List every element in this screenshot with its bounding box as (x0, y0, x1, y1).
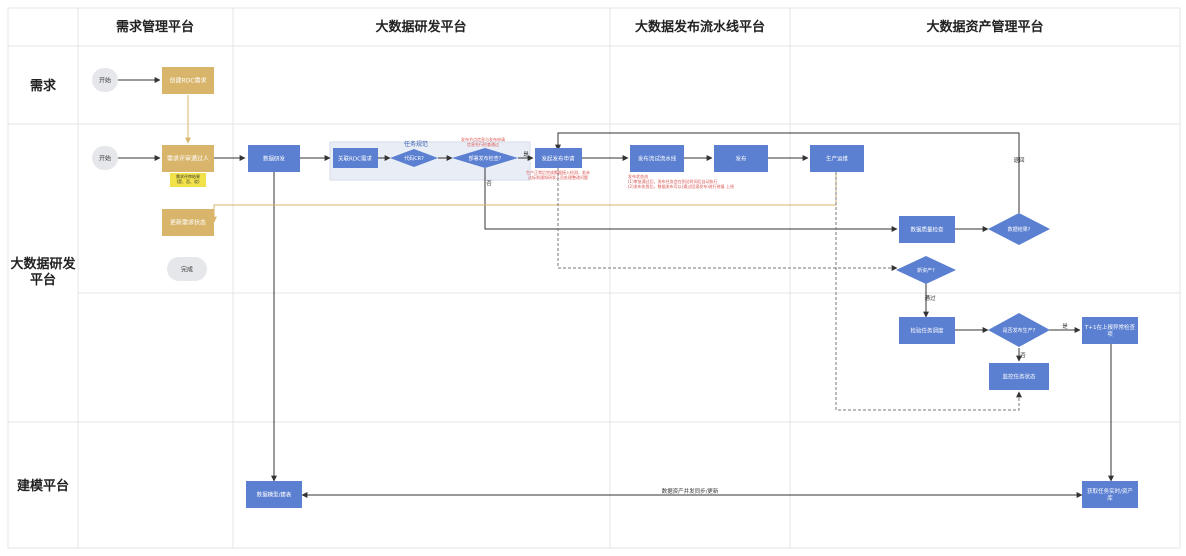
edge-label-no-1: 否 (486, 180, 492, 187)
link-rdc-label: 关联RDC需求 (338, 155, 372, 163)
process-boxes (246, 145, 1138, 508)
edges (118, 77, 1114, 498)
column-header-asset-mgmt: 大数据资产管理平台 (926, 19, 1043, 35)
req-review-box (162, 145, 214, 172)
edge-label-back: 退回 (1013, 156, 1025, 164)
red-note-mid: 生产正常后完成数据接入检测，若未达标则通知研发人员处理整改问题 (526, 169, 590, 180)
edge-label-bottom-sync: 数据资产并发同步/更新 (662, 487, 719, 495)
req-review-note-label: 需求评审结果(是、否、驳) (176, 173, 200, 184)
column-header-bigdata-dev: 大数据研发平台 (375, 19, 466, 35)
quality-pass-diamond (988, 213, 1050, 245)
data-quality-label: 数据质量检查 (910, 226, 944, 234)
monitor-label: 监控任务状态 (1002, 373, 1036, 381)
process-labels: 数据研发 关联RDC需求 发起发布申请 发布流试流水线 发布 生产运维 数据质量… (257, 155, 1136, 503)
release-prod-label: 是否发布生产? (1003, 327, 1036, 334)
edge-label-yes-2: 是 (1062, 323, 1068, 330)
edge-label-yes-1: 是 (523, 151, 529, 158)
new-asset-label: 新资产? (917, 267, 935, 274)
task-spec-label: 任务规范 (404, 140, 428, 148)
red-annotations: 发布节点信息与发布申请信息先行检查通过 生产正常后完成数据接入检测，若未达标则通… (461, 136, 734, 189)
task-check-label: 检验任务调度 (910, 327, 944, 335)
new-asset-diamond (896, 256, 956, 284)
t1-check-box (1082, 317, 1138, 344)
quality-pass-label: 数据结果? (1008, 226, 1031, 233)
link-rdc-box (333, 148, 378, 168)
red-note-top: 发布节点信息与发布申请信息先行检查通过 (461, 136, 505, 147)
edge-labels: 是 否 退回 通过 是 否 数据资产并发同步/更新 (486, 151, 1068, 495)
update-req-box (162, 209, 214, 236)
release-prod-diamond (988, 313, 1050, 347)
start-node-2-label: 开始 (99, 155, 111, 163)
submit-pub-box (535, 148, 582, 168)
pub-pipeline-label: 发布流试流水线 (638, 155, 677, 163)
end-node (167, 257, 207, 281)
update-req-label: 更新需求状态 (170, 219, 206, 227)
publish-label: 发布 (735, 155, 747, 163)
t1-check-label: T+1在上报异常检查项 (1084, 323, 1135, 338)
asset-sync-label: 获取任务实时/资产库 (1087, 487, 1133, 502)
pub-pipeline-box (630, 145, 684, 172)
dev-label: 数据研发 (263, 155, 286, 163)
dev-box (248, 145, 300, 172)
create-rdc-req-box (162, 67, 214, 94)
req-review-label: 需求评审通过人 (167, 155, 209, 163)
prod-box (810, 145, 864, 172)
prod-label: 生产运维 (826, 155, 849, 163)
row-header-dev: 大数据研发平台 (10, 256, 76, 288)
publish-box (714, 145, 768, 172)
start-node-2 (92, 146, 118, 170)
start-node-1 (92, 68, 118, 92)
data-quality-box (899, 216, 955, 243)
deploy-gate-label: 部署发布检查? (469, 155, 502, 162)
decision-nodes (390, 148, 1050, 347)
code-review-diamond (390, 149, 438, 167)
asset-sync-box (1082, 481, 1138, 508)
row-header-req: 需求 (30, 78, 57, 94)
column-header-req-mgmt: 需求管理平台 (116, 19, 194, 35)
model-design-label: 数据模型/建表 (257, 491, 292, 499)
task-check-box (899, 317, 955, 344)
row-header-model: 建模平台 (17, 478, 69, 494)
code-review-label: 代码CR? (404, 155, 424, 162)
end-node-label: 完成 (181, 266, 193, 274)
req-review-note (170, 173, 206, 187)
lane-grid (7, 7, 1181, 549)
monitor-box (989, 363, 1049, 390)
create-rdc-req-label: 创建RDC需求 (170, 77, 207, 85)
decision-labels: 代码CR? 部署发布检查? 数据结果? 新资产? 是否发布生产? (404, 155, 1035, 334)
model-design-box (246, 481, 302, 508)
dashed-edges (557, 168, 1022, 411)
edge-label-no-2: 否 (1020, 352, 1026, 359)
red-note-right: 发布状态流(1)审批通过后，发布任务会在到达时间后自动执行(2)发布失败后，数据… (628, 173, 734, 189)
column-header-release-pipeline: 大数据发布流水线平台 (635, 19, 765, 35)
deploy-gate-diamond (452, 148, 518, 168)
edge-label-fail: 通过 (924, 294, 936, 302)
submit-pub-label: 发起发布申请 (541, 155, 575, 163)
start-node-1-label: 开始 (99, 77, 111, 85)
